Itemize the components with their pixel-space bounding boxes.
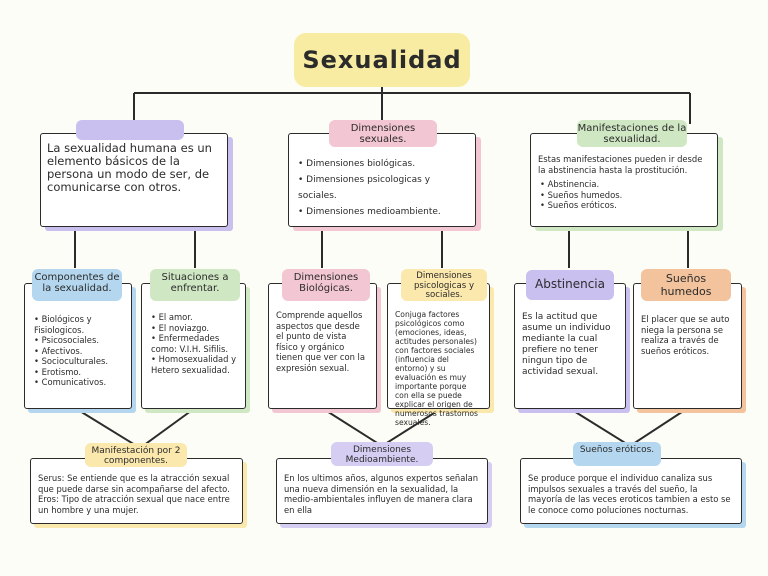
- col3-join-line: [568, 407, 689, 448]
- suenos-eroticos-box: Se produce porque el individuo canaliza …: [520, 458, 742, 524]
- situaciones-box: El amor. El noviazgo. Enfermedades como:…: [141, 283, 246, 409]
- manifestaciones-list: Abstinencia. Sueños humedos. Sueños erót…: [538, 179, 710, 211]
- col1-header-tag: [76, 120, 184, 140]
- medio-text: En los ultimos años, algunos expertos se…: [284, 473, 479, 515]
- suenos-humedos-text: El placer que se auto niega la persona s…: [641, 314, 730, 356]
- componentes-tag: Componentes de la sexualidad.: [32, 269, 122, 301]
- list-item: Sueños eróticos.: [540, 200, 710, 211]
- dimensiones-box: Dimensiones biológicas. Dimensiones psic…: [288, 133, 476, 227]
- col2-header-tag: Dimensiones sexuales.: [329, 120, 437, 147]
- biologicas-tag: Dimensiones Biológicas.: [282, 269, 370, 301]
- dimensiones-list: Dimensiones biológicas. Dimensiones psic…: [296, 156, 468, 220]
- col1-join-line: [74, 407, 196, 450]
- situaciones-list: El amor. El noviazgo. Enfermedades como:…: [149, 312, 238, 375]
- list-item: Homosexualidad y Hetero sexualidad.: [151, 354, 238, 375]
- list-item: Dimensiones biológicas.: [298, 156, 468, 172]
- list-item: Sueños humedos.: [540, 190, 710, 201]
- manifestacion-text: Serus: Se entiende que es la atracción s…: [38, 473, 230, 515]
- definition-box: La sexualidad humana es un elemento bási…: [40, 133, 228, 227]
- suenos-humedos-box: El placer que se auto niega la persona s…: [633, 283, 742, 409]
- list-item: Abstinencia.: [540, 179, 710, 190]
- list-item: Socioculturales.: [34, 356, 124, 367]
- list-item: Afectivos.: [34, 346, 124, 357]
- componentes-box: Biológicos y Fisiologicos. Psicosociales…: [24, 283, 132, 409]
- suenos-eroticos-text: Se produce porque el individuo canaliza …: [528, 473, 731, 515]
- abstinencia-text: Es la actitud que asume un individuo med…: [522, 312, 611, 377]
- list-item: Enfermedades como: V.I.H. Sifilis.: [151, 333, 238, 354]
- suenos-eroticos-tag: Sueños eróticos.: [573, 442, 661, 466]
- manifestaciones-box: Estas manifestaciones pueden ir desde la…: [530, 133, 718, 227]
- list-item: Dimensiones psicologicas y sociales.: [298, 172, 468, 204]
- abstinencia-tag: Abstinencia: [526, 270, 614, 300]
- manifestaciones-intro: Estas manifestaciones pueden ir desde la…: [538, 154, 703, 175]
- main-title: Sexualidad: [294, 33, 470, 87]
- psicologicas-tag: Dimensiones psicologicas y sociales.: [401, 269, 487, 301]
- suenos-humedos-tag: Sueños humedos: [641, 269, 731, 301]
- psicologicas-text: Conjuga factores psicológicos como (emoc…: [395, 310, 479, 427]
- list-item: El amor.: [151, 312, 238, 323]
- list-item: Psicosociales.: [34, 335, 124, 346]
- manifestacion-tag: Manifestación por 2 componentes.: [85, 443, 187, 467]
- psicologicas-box: Conjuga factores psicológicos como (emoc…: [387, 283, 490, 427]
- componentes-list: Biológicos y Fisiologicos. Psicosociales…: [32, 314, 124, 388]
- biologicas-box: Comprende aquellos aspectos que desde el…: [268, 283, 377, 409]
- situaciones-tag: Situaciones a enfrentar.: [150, 269, 240, 301]
- col3-header-tag: Manifestaciones de la sexualidad.: [577, 120, 687, 147]
- biologicas-text: Comprende aquellos aspectos que desde el…: [276, 310, 366, 373]
- abstinencia-box: Es la actitud que asume un individuo med…: [514, 283, 626, 409]
- definition-text: La sexualidad humana es un elemento bási…: [47, 141, 212, 194]
- list-item: Comunicativos.: [34, 377, 124, 388]
- list-item: El noviazgo.: [151, 323, 238, 334]
- list-item: Biológicos y Fisiologicos.: [34, 314, 124, 335]
- list-item: Erotismo.: [34, 367, 124, 378]
- list-item: Dimensiones medioambiente.: [298, 204, 468, 220]
- medio-box: En los ultimos años, algunos expertos se…: [276, 458, 488, 524]
- medio-tag: Dimensiones Medioambiente.: [331, 442, 433, 466]
- manifestacion-box: Serus: Se entiende que es la atracción s…: [30, 458, 243, 524]
